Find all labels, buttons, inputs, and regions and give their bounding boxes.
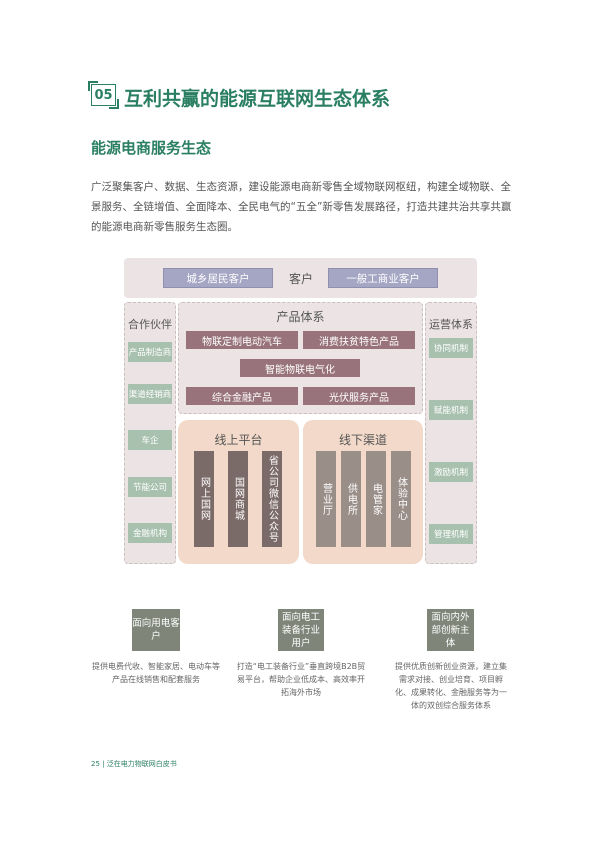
online-channel-item: 省公司微信公众号 (262, 451, 282, 547)
product-item: 消费扶贫特色产品 (303, 331, 415, 349)
operation-item: 激励机制 (429, 462, 473, 482)
service-group-box: 面向内外部创新主体 (427, 609, 474, 651)
partners-title: 合作伙伴 (128, 318, 172, 331)
product-item: 智能物联电气化 (240, 359, 360, 377)
service-group-desc: 提供电费代收、智能家居、电动车等产品在线销售和配套服务 (92, 662, 220, 684)
subtitle: 能源电商服务生态 (91, 139, 212, 157)
service-group-desc: 提供优质创新创业资源，建立集需求对接、创业培育、项目孵化、成果转化、金融服务等为… (395, 662, 507, 710)
footer-separator: | (102, 760, 105, 768)
customer-chip-residential: 城乡居民客户 (163, 268, 273, 288)
online-platform-title: 线上平台 (214, 433, 263, 447)
page-footer: 25 | 泛在电力物联网白皮书 (91, 759, 177, 769)
product-item: 综合金融产品 (186, 387, 298, 405)
partner-item: 车企 (128, 430, 172, 450)
operations-title: 运营体系 (429, 318, 473, 331)
intro-paragraph: 广泛聚集客户、数据、生态资源，建设能源电商新零售全域物联网枢纽，构建全域物联、全… (91, 181, 512, 233)
partner-item: 产品制造商 (128, 342, 172, 362)
product-item: 光伏服务产品 (303, 387, 415, 405)
offline-channel-item: 营业厅 (316, 451, 336, 547)
customer-chip-business: 一般工商业客户 (328, 268, 438, 288)
partner-item: 金融机构 (128, 523, 172, 543)
operation-item: 协同机制 (429, 338, 473, 358)
partner-item: 节能公司 (128, 477, 172, 497)
operation-item: 赋能机制 (429, 400, 473, 420)
offline-channel-item: 电管家 (366, 451, 386, 547)
offline-channel-item: 体验中心 (391, 451, 411, 547)
section-number-badge: 05 (88, 81, 119, 109)
operation-item: 管理机制 (429, 524, 473, 544)
section-number: 05 (94, 87, 113, 103)
offline-channel-item: 供电所 (341, 451, 361, 547)
online-channel-item: 国网商城 (228, 451, 248, 547)
footer-text: 泛在电力物联网白皮书 (106, 760, 177, 768)
service-group-desc: 打造“电工装备行业”垂直跨境B2B贸易平台，帮助企业低成本、高效率开拓海外市场 (236, 662, 366, 697)
section-title: 互利共赢的能源互联网生态体系 (124, 88, 391, 110)
partner-item: 渠道经销商 (128, 384, 172, 404)
service-group-box: 面向用电客户 (132, 609, 180, 651)
online-channel-item: 网上国网 (194, 451, 214, 547)
page-number: 25 (91, 760, 100, 768)
product-item: 物联定制电动汽车 (186, 331, 298, 349)
customer-label: 客户 (289, 272, 314, 286)
product-system-title: 产品体系 (276, 310, 325, 324)
service-group-box: 面向电工装备行业用户 (278, 609, 324, 651)
offline-channel-title: 线下渠道 (338, 433, 387, 447)
